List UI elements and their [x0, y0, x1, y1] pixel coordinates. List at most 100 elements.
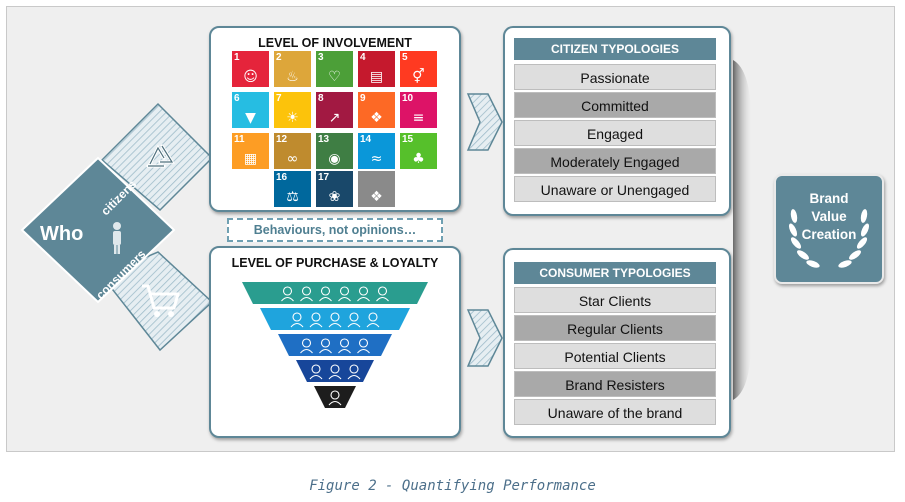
sdg-tile-number: 1: [234, 52, 240, 63]
sdg-tile-number: 4: [360, 52, 366, 63]
sdg-goal-icon: ♨: [286, 69, 299, 85]
person-face-icon: [376, 286, 389, 302]
sdg-tile-number: 9: [360, 93, 366, 104]
sdg-tile-number: 7: [276, 93, 282, 104]
sdg-goal-icon: ≡: [412, 110, 425, 126]
sdg-goal-icon: ⚥: [412, 69, 425, 85]
purchase-title: LEVEL OF PURCHASE & LOYALTY: [231, 256, 439, 270]
sdg-goal-icon: ♣: [412, 151, 425, 167]
sdg-tile: 14 ≈: [358, 133, 395, 169]
sdg-goal-icon: ☀: [286, 110, 299, 126]
sdg-goal-icon: ▤: [369, 69, 384, 85]
person-face-icon: [347, 364, 361, 380]
person-face-icon: [357, 338, 370, 354]
sdg-tile: 16⚖: [274, 171, 311, 207]
arrow-to-citizen: [466, 93, 503, 151]
arrow-to-consumer: [466, 309, 503, 367]
sdg-tile-number: 11: [234, 134, 245, 145]
sdg-goal-icon: ↗: [328, 110, 341, 126]
consumer-typologies-header: CONSUMER TYPOLOGIES: [514, 262, 716, 284]
person-icon: [113, 222, 121, 254]
sdg-tile-number: 12: [276, 134, 288, 145]
funnel-tier: [278, 334, 392, 356]
citizen-typology-row: Unaware or Unengaged: [514, 176, 716, 202]
consumer-typology-row: Star Clients: [514, 287, 716, 313]
sdg-goal-icon: ▼: [245, 110, 256, 126]
sdg-tile: 7☀: [274, 92, 311, 128]
person-face-icon: [366, 312, 380, 328]
funnel-tier: [314, 386, 356, 408]
behaviours-note: Behaviours, not opinions…: [227, 218, 443, 242]
sdg-tile: 4▤: [358, 51, 395, 87]
person-face-icon: [281, 286, 294, 302]
sdg-tile: 1☺: [232, 51, 269, 87]
person-face-icon: [328, 364, 342, 380]
sdg-tile-number: 15: [402, 134, 414, 145]
citizen-typology-row: Passionate: [514, 64, 716, 90]
sdg-goal-icon: ♡: [328, 69, 341, 85]
sdg-goal-icon: ❖: [370, 189, 383, 205]
brand-line-3: Creation: [801, 227, 857, 242]
person-face-icon: [319, 286, 332, 302]
citizen-typologies-header: CITIZEN TYPOLOGIES: [514, 38, 716, 60]
sdg-grid-last-row: 16⚖17❀ ❖: [274, 171, 395, 207]
sdg-goal-icon: ❀: [328, 189, 341, 205]
person-face-icon: [309, 364, 323, 380]
sdg-goal-icon: ∞: [286, 151, 299, 167]
funnel-tier: [260, 308, 410, 330]
consumer-typologies-panel: CONSUMER TYPOLOGIES Star Clients Regular…: [503, 248, 731, 438]
shopping-cart-icon: [142, 284, 180, 317]
sdg-tile: 13 ◉: [316, 133, 353, 169]
sdg-goal-icon: ≈: [370, 151, 383, 167]
sdg-tile-number: 14: [360, 134, 372, 145]
sdg-grid: 1☺2♨3♡4▤5⚥6▼7☀8↗9❖10≡11▦12∞13◉14≈15♣: [232, 51, 442, 169]
sdg-tile-number: 8: [318, 93, 324, 104]
consumer-typology-row: Potential Clients: [514, 343, 716, 369]
who-label: Who: [40, 223, 83, 245]
sdg-tile: 17❀: [316, 171, 353, 207]
sdg-tile: ❖: [358, 171, 395, 207]
sdg-tile: 11 ▦: [232, 133, 269, 169]
sdg-goal-icon: ◉: [328, 151, 341, 167]
person-face-icon: [338, 338, 351, 354]
recycle-icon: [146, 144, 175, 168]
sdg-tile-number: 6: [234, 93, 240, 104]
funnel-tier: [296, 360, 374, 382]
sdg-goal-icon: ▦: [243, 151, 258, 167]
sdg-tile: 5⚥: [400, 51, 437, 87]
figure-caption: Figure 2 - Quantifying Performance: [309, 478, 596, 494]
purchase-panel: LEVEL OF PURCHASE & LOYALTY: [209, 246, 461, 438]
sdg-tile: 9❖: [358, 92, 395, 128]
who-diamond: [20, 156, 176, 304]
person-face-icon: [328, 312, 342, 328]
sdg-tile: 8↗: [316, 92, 353, 128]
person-face-icon: [290, 312, 304, 328]
sdg-tile: 15 ♣: [400, 133, 437, 169]
sdg-tile: 12 ∞: [274, 133, 311, 169]
sdg-goal-icon: ❖: [370, 110, 383, 126]
consumer-typology-row: Brand Resisters: [514, 371, 716, 397]
sdg-tile: 10 ≡: [400, 92, 437, 128]
sdg-tile-number: 10: [402, 93, 414, 104]
sdg-tile-number: 3: [318, 52, 324, 63]
sdg-goal-icon: ⚖: [286, 189, 299, 205]
person-face-icon: [338, 286, 351, 302]
person-face-icon: [309, 312, 323, 328]
brand-value-creation-label: Brand Value Creation: [776, 190, 882, 244]
involvement-title: LEVEL OF INVOLVEMENT: [258, 36, 412, 50]
loyalty-funnel: [242, 282, 428, 408]
person-face-icon: [347, 312, 361, 328]
person-face-icon: [357, 286, 370, 302]
sdg-tile: 6▼: [232, 92, 269, 128]
consumer-typology-row: Regular Clients: [514, 315, 716, 341]
sdg-tile-number: 13: [318, 134, 330, 145]
consumer-typology-row: Unaware of the brand: [514, 399, 716, 425]
citizen-typology-row: Engaged: [514, 120, 716, 146]
brand-line-2: Value: [811, 209, 847, 224]
involvement-panel: LEVEL OF INVOLVEMENT 1☺2♨3♡4▤5⚥6▼7☀8↗9❖1…: [209, 26, 461, 212]
brand-line-1: Brand: [809, 191, 849, 206]
person-face-icon: [319, 338, 332, 354]
person-face-icon: [328, 390, 342, 406]
funnel-tier: [242, 282, 428, 304]
sdg-tile-number: 2: [276, 52, 282, 63]
